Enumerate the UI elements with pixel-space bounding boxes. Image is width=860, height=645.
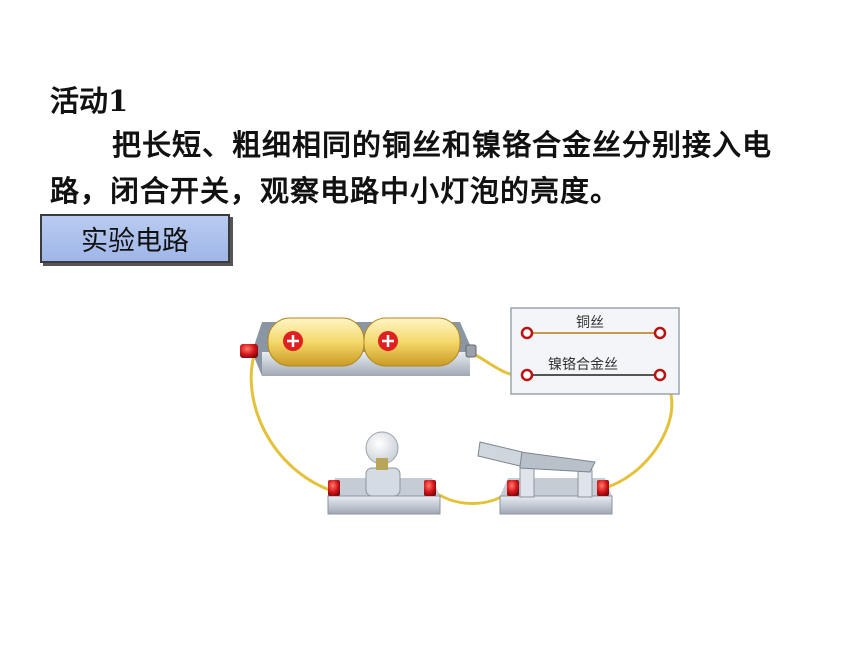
copper-wire-label: 铜丝 bbox=[576, 315, 604, 331]
section-label-experiment-circuit: 实验电路 bbox=[40, 214, 230, 263]
battery-holder bbox=[240, 317, 477, 376]
terminal-icon bbox=[424, 480, 436, 496]
knife-switch bbox=[477, 441, 613, 515]
nichrome-wire-label: 镍铬合金丝 bbox=[548, 357, 618, 373]
activity-title: 活动1 bbox=[50, 84, 129, 118]
battery-cell-1 bbox=[267, 317, 365, 367]
switch-handle bbox=[477, 441, 523, 467]
terminal-icon bbox=[597, 480, 609, 496]
activity-description: 把长短、粗细相同的铜丝和镍铬合金丝分别接入电路，闭合开关，观察电路中小灯泡的亮度… bbox=[50, 128, 773, 208]
wire-comparison-board: 铜丝 镍铬合金丝 bbox=[510, 307, 680, 395]
terminal-icon bbox=[328, 480, 340, 496]
battery-cell-2 bbox=[363, 317, 461, 367]
terminal-icon bbox=[507, 480, 519, 496]
terminal-icon bbox=[240, 344, 258, 358]
light-bulb-base bbox=[327, 431, 441, 515]
switch-blade bbox=[519, 451, 596, 473]
